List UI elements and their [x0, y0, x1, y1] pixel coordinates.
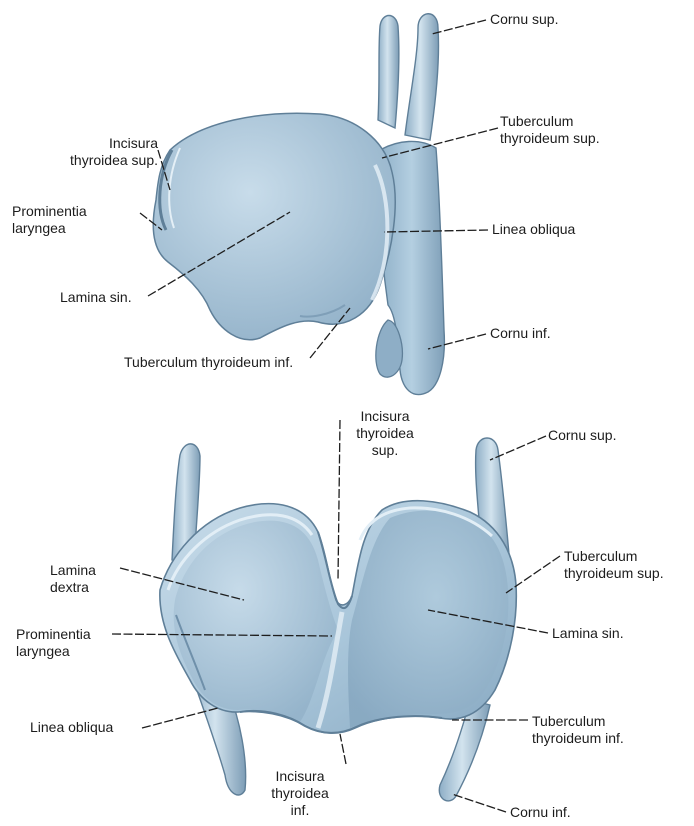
label-cornu-inf-top: Cornu inf.: [490, 325, 551, 342]
label-cornu-sup-bottom: Cornu sup.: [548, 427, 616, 444]
label-incisura-inf-bottom: Incisura thyroidea inf.: [250, 768, 350, 819]
label-lamina-sin-bottom: Lamina sin.: [552, 625, 624, 642]
label-linea-obliqua-bottom: Linea obliqua: [30, 719, 113, 736]
label-tuberculum-sup-top: Tuberculum thyroideum sup.: [500, 113, 600, 147]
anterior-view-cartilage: [160, 438, 516, 801]
label-cornu-inf-bottom: Cornu inf.: [510, 804, 571, 821]
lateral-view-cartilage: [153, 14, 444, 395]
label-lamina-sin-top: Lamina sin.: [60, 289, 132, 306]
label-cornu-sup-top: Cornu sup.: [490, 11, 558, 28]
cornu-superior-front: [405, 14, 439, 140]
cornu-superior-back: [378, 16, 399, 129]
label-tuberculum-sup-bottom: Tuberculum thyroideum sup.: [564, 548, 664, 582]
label-linea-obliqua-top: Linea obliqua: [492, 221, 575, 238]
label-tuberculum-inf-top: Tuberculum thyroideum inf.: [124, 354, 293, 371]
label-prominentia-top: Prominentia laryngea: [12, 203, 87, 237]
label-incisura-sup-bottom: Incisura thyroidea sup.: [335, 408, 435, 459]
label-prominentia-bottom: Prominentia laryngea: [16, 626, 91, 660]
label-incisura-sup-top: Incisura thyroidea sup.: [58, 135, 158, 169]
label-lamina-dextra-bottom: Lamina dextra: [50, 562, 96, 596]
label-tuberculum-inf-bottom: Tuberculum thyroideum inf.: [532, 713, 624, 747]
lamina-sinistra: [153, 113, 395, 339]
